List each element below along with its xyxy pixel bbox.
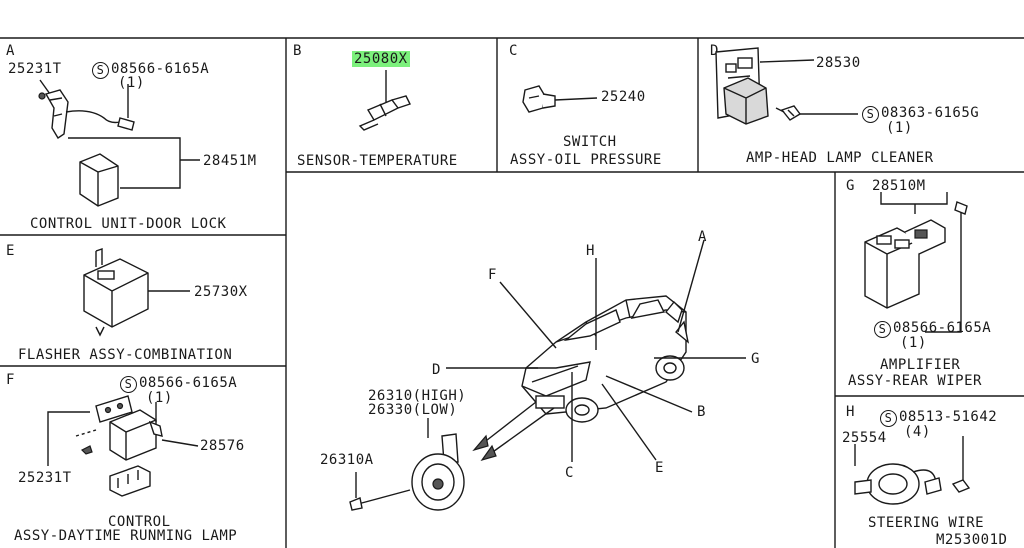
panel-letter: H (846, 404, 855, 420)
screw-qty: (4) (904, 424, 931, 440)
steering-wire-drawing (854, 436, 971, 505)
screw-qty: (1) (900, 335, 927, 351)
part-number: 25240 (601, 89, 646, 105)
panel-letter: G (846, 178, 855, 194)
horn-bracket-part: 26310A (320, 452, 374, 468)
callout-h: H (586, 243, 595, 259)
part-number: 28510M (872, 178, 926, 194)
vehicle-location-drawing (349, 239, 746, 511)
callout-d: D (432, 362, 441, 378)
screw-symbol: S (862, 106, 879, 123)
horn-high-part: 26310(HIGH) (368, 388, 467, 404)
callout-b: B (697, 404, 706, 420)
panel-caption: STEERING WIRE (868, 515, 985, 531)
oil-pressure-switch-drawing (522, 85, 598, 113)
door-lock-unit-drawing (38, 79, 200, 207)
screw-qty: (1) (886, 120, 913, 136)
panel-caption-line1: CONTROL (108, 514, 171, 530)
panel-letter: D (710, 43, 719, 59)
panel-letter: F (6, 372, 15, 388)
part-number: 25231T (18, 470, 72, 486)
panel-caption-line2: ASSY-DAYTIME RUNMING LAMP (14, 528, 238, 544)
highlighted-part-number: 25080X (352, 51, 410, 67)
panel-caption: FLASHER ASSY-COMBINATION (18, 347, 233, 363)
drl-control-drawing (47, 395, 199, 497)
screw-number: 08566-6165A (139, 375, 238, 391)
callout-f: F (488, 267, 497, 283)
part-number: 25730X (194, 284, 248, 300)
panel-letter: E (6, 243, 15, 259)
screw-number: 08513-51642 (899, 409, 998, 425)
screw-qty: (1) (118, 75, 145, 91)
flasher-drawing (83, 248, 190, 337)
part-number: 25231T (8, 61, 62, 77)
part-number: 28530 (816, 55, 861, 71)
horn-low-part: 26330(LOW) (368, 402, 458, 418)
screw-symbol: S (92, 62, 109, 79)
rear-wiper-amp-drawing (864, 192, 968, 333)
head-lamp-amp-drawing (715, 47, 858, 125)
callout-g: G (751, 351, 760, 367)
panel-letter: A (6, 43, 15, 59)
part-number: 28451M (203, 153, 257, 169)
diagram-code: M253001D (936, 532, 1008, 548)
panel-letter: C (509, 43, 518, 59)
panel-caption: SENSOR-TEMPERATURE (297, 153, 458, 169)
screw-qty: (1) (146, 390, 173, 406)
part-number: 25080X (352, 51, 410, 67)
panel-caption-line2: ASSY-OIL PRESSURE (510, 152, 662, 168)
part-number: 28576 (200, 438, 245, 454)
panel-letter: B (293, 43, 302, 59)
temperature-sensor-drawing (358, 70, 411, 131)
callout-c: C (565, 465, 574, 481)
panel-caption-line1: SWITCH (563, 134, 617, 150)
screw-symbol: S (120, 376, 137, 393)
screw-symbol: S (880, 410, 897, 427)
panel-caption: AMP-HEAD LAMP CLEANER (746, 150, 934, 166)
part-number: 25554 (842, 430, 887, 446)
panel-caption: CONTROL UNIT-DOOR LOCK (30, 216, 227, 232)
panel-caption-line2: ASSY-REAR WIPER (848, 373, 982, 389)
screw-number: 08566-6165A (893, 320, 992, 336)
callout-e: E (655, 460, 664, 476)
screw-number: 08363-6165G (881, 105, 980, 121)
screw-number: 08566-6165A (111, 61, 210, 77)
screw-symbol: S (874, 321, 891, 338)
panel-caption-line1: AMPLIFIER (880, 357, 961, 373)
callout-a: A (698, 229, 707, 245)
